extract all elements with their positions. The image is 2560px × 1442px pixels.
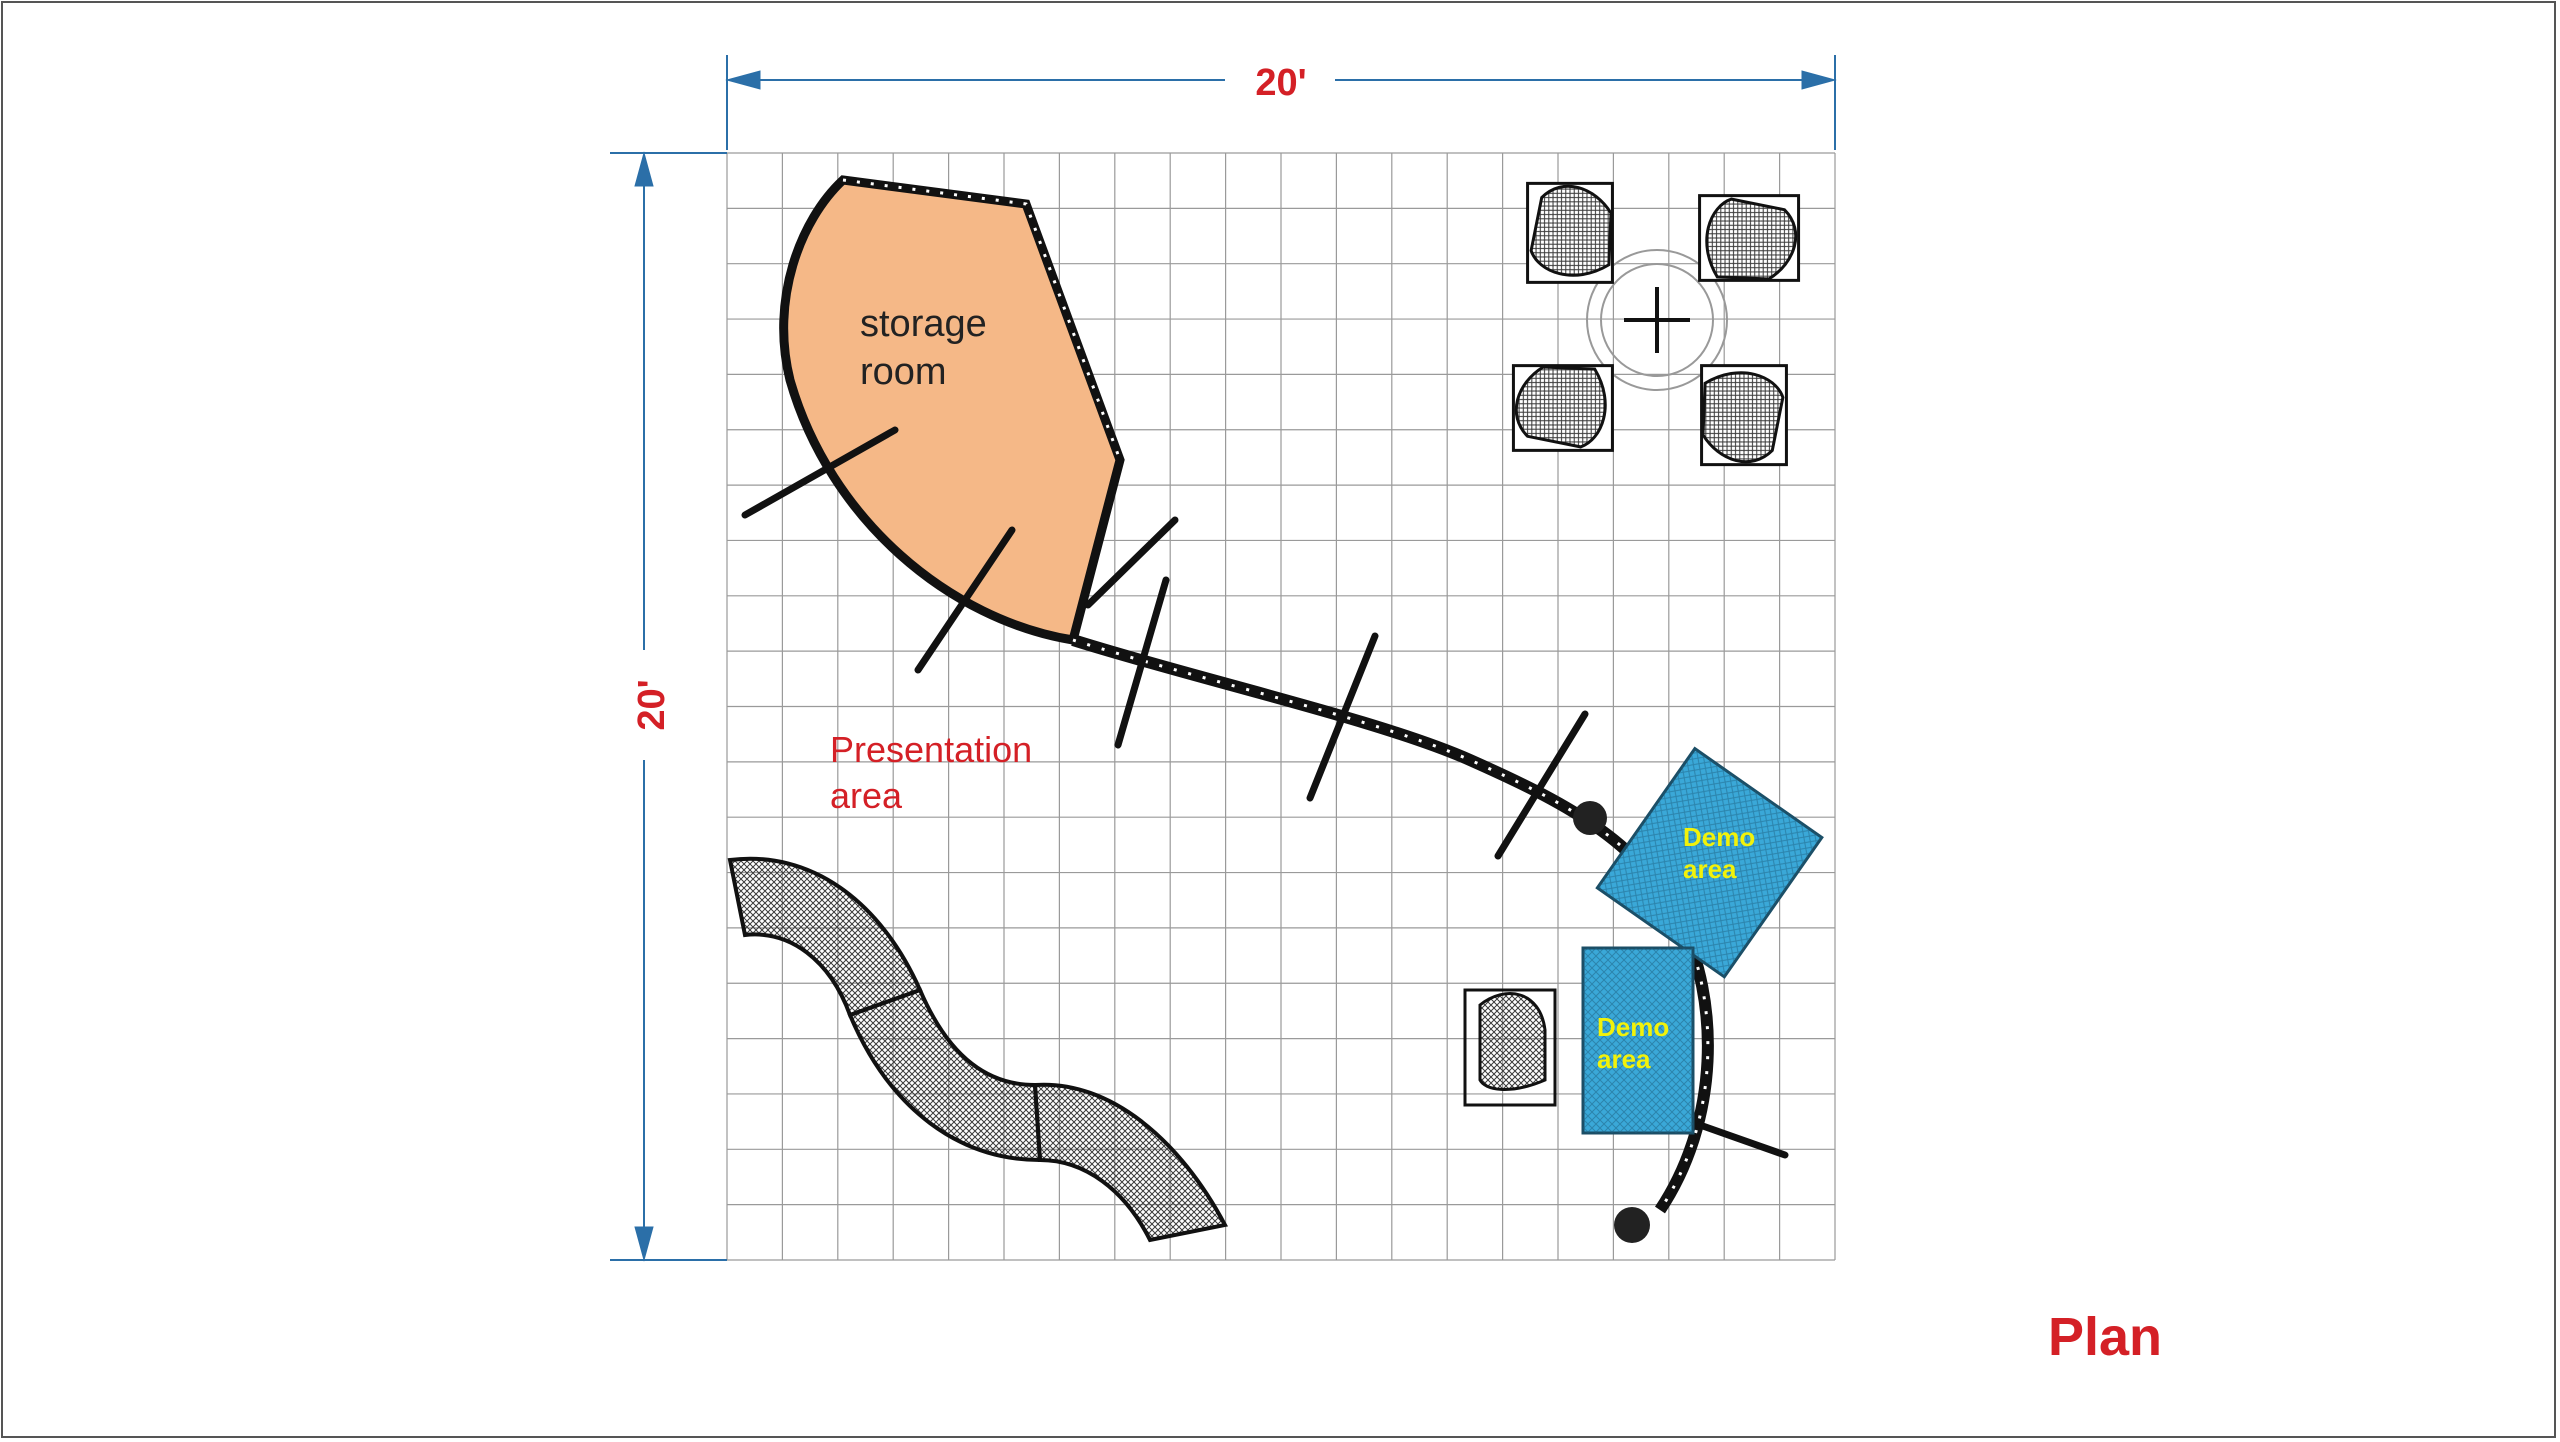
height-dimension-label: 20' (631, 679, 673, 730)
lounge-chairs (1511, 181, 1801, 467)
demo-area-2-label-2: area (1597, 1044, 1651, 1074)
demo-area-1-label-2: area (1683, 854, 1737, 884)
demo-chair (1463, 988, 1557, 1107)
demo-area-2 (1581, 946, 1695, 1135)
table-chair-group (1586, 249, 1728, 391)
demo-area-1-label-1: Demo (1683, 822, 1755, 852)
presentation-area-label-1: Presentation (830, 729, 1032, 770)
width-dimension-label: 20' (1255, 62, 1306, 104)
presentation-area-label-2: area (830, 775, 903, 816)
height-dimension (610, 151, 727, 1262)
lounge-chair (1526, 181, 1614, 284)
storage-wall-dots (842, 178, 1122, 461)
lamp-poles (1573, 801, 1650, 1243)
storage-room-label-1: storage (860, 303, 987, 345)
curved-sofa (727, 856, 1229, 1243)
storage-room-label-2: room (860, 351, 947, 393)
demo-area-2-label-1: Demo (1597, 1012, 1669, 1042)
demo-area-1 (1595, 746, 1824, 979)
lounge-chair (1511, 364, 1614, 452)
storage-room-area (779, 175, 1125, 646)
lounge-chair (1700, 364, 1788, 467)
truss-wall-dots (1072, 638, 1710, 1211)
lounge-chair (1698, 194, 1801, 282)
plan-caption: Plan (2048, 1307, 2162, 1367)
width-dimension (725, 55, 1837, 150)
